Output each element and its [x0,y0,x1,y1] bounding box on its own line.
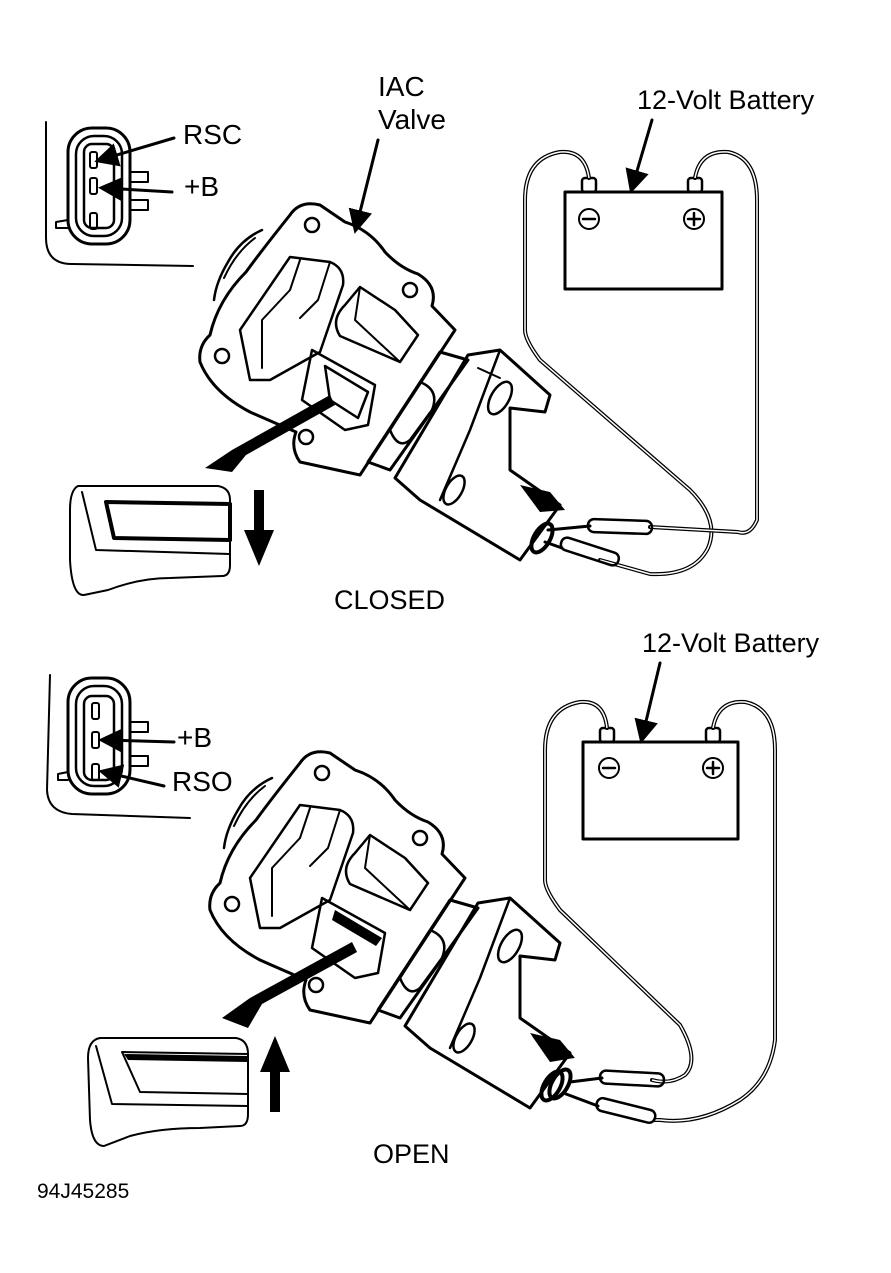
connector-pin-label-rso: RSO [172,766,233,797]
airflow-arrow-closed [205,395,335,472]
throttle-arrow-up [260,1036,290,1112]
plus-b-leader-arrow [98,177,174,202]
connector-pin-label-plus-b: +B [184,171,220,202]
throttle-arrow-down [244,490,274,566]
pin-unused [91,702,100,720]
battery-leader-arrow-open [634,661,662,744]
figure-id-label: 94J45285 [37,1180,130,1203]
panel-open [46,661,777,1147]
connector-inset-open [46,674,191,819]
pin-unused [89,212,98,230]
rso-leader-arrow [98,764,166,788]
connector-inset-closed [45,121,194,267]
connector-pin-label-plus-b: +B [177,722,213,753]
iac-valve-leader-arrow [348,138,380,234]
pin-rsc [89,151,98,169]
battery-label-closed: 12-Volt Battery [637,85,815,115]
connector-pin-label-rsc: RSC [183,119,243,150]
pin-rso [91,763,100,781]
battery-circuit-closed [523,118,759,577]
state-label-closed: CLOSED [334,585,446,615]
plus-b-leader-arrow [98,728,176,753]
iac-valve-open [208,750,575,1110]
iac-valve-label-line1: IAC [378,71,425,102]
throttle-indicator-closed [69,485,274,596]
iac-valve-closed [198,202,565,562]
panel-closed [45,118,759,596]
pin-plus-b [91,731,100,749]
airflow-arrow-open [222,942,357,1028]
state-label-open: OPEN [373,1139,450,1169]
battery-negative-terminal-icon [598,757,620,779]
battery-positive-terminal-icon [683,208,705,230]
throttle-indicator-open [87,1036,290,1147]
battery-leader-arrow-closed [625,118,654,194]
battery-body-closed [563,190,724,291]
battery-positive-terminal-icon [702,757,724,779]
battery-body-open [581,740,740,841]
battery-negative-terminal-icon [578,208,600,230]
pin-plus-b [89,177,98,195]
iac-valve-label-line2: Valve [378,104,446,135]
battery-circuit-open [532,661,777,1125]
rsc-leader-arrow [94,136,176,167]
battery-label-open: 12-Volt Battery [642,628,820,658]
